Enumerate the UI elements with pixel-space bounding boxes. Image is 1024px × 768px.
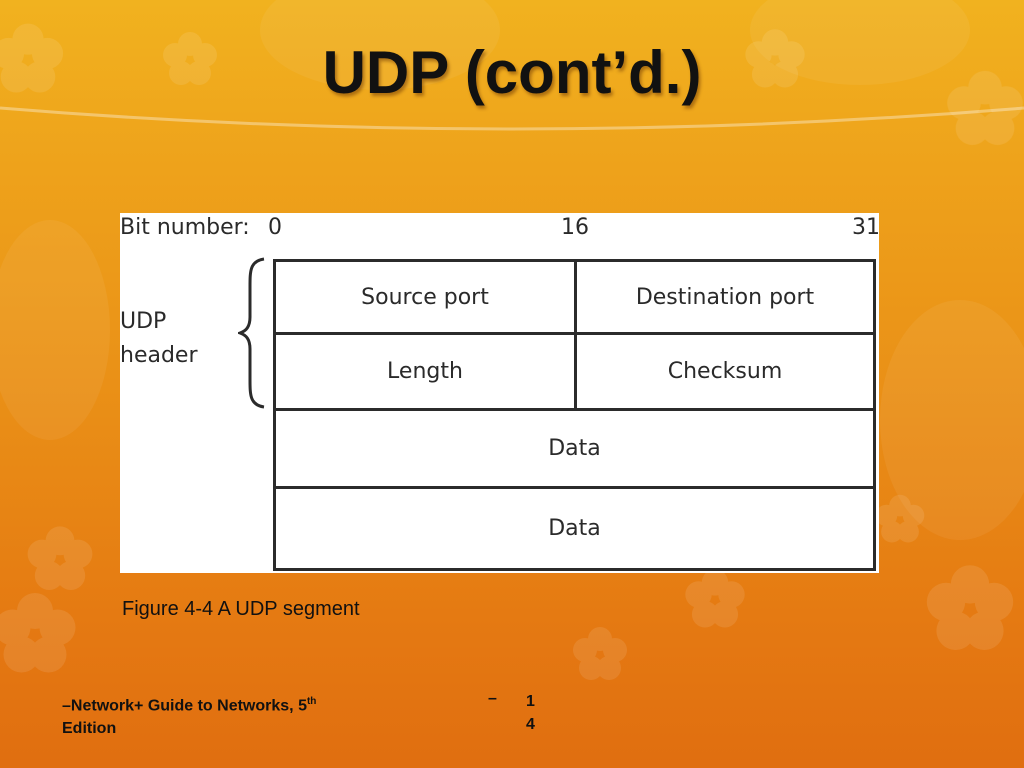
bit-mark-31: 31 [852, 215, 879, 240]
footer-title-part1: Network+ Guide to Networks, 5 [70, 697, 307, 715]
footer-superscript: th [306, 696, 317, 707]
table-row: Length Checksum [276, 335, 873, 411]
udp-segment-diagram: Bit number: 0 16 31 UDP header Source po… [120, 213, 879, 573]
field-length: Length [276, 335, 577, 408]
table-row: Data [276, 489, 873, 568]
slide-page-number: 14 [526, 693, 535, 733]
slide-title: UDP (cont’d.) [322, 39, 702, 106]
footer-title-part2: Edition [62, 720, 117, 738]
figure-caption: Figure 4-4 A UDP segment [122, 598, 360, 620]
bit-number-caption: Bit number: [120, 215, 250, 240]
udp-header-label-line2: header [120, 343, 198, 368]
segment-fields-table: Source port Destination port Length Chec… [273, 259, 876, 571]
field-source-port: Source port [276, 262, 577, 332]
table-row: Data [276, 411, 873, 489]
footer-center-dash: – [488, 690, 497, 707]
field-data-2: Data [548, 516, 601, 541]
header-brace-icon [238, 257, 265, 409]
footer-dash-prefix: – [62, 697, 71, 715]
field-data-1: Data [548, 436, 601, 461]
udp-header-label: UDP header [120, 305, 198, 373]
field-destination-port: Destination port [635, 284, 815, 310]
bit-mark-16: 16 [561, 215, 589, 240]
field-checksum: Checksum [667, 359, 783, 384]
table-row: Source port Destination port [276, 262, 873, 335]
udp-header-label-line1: UDP [120, 309, 167, 334]
bit-mark-0: 0 [268, 215, 282, 240]
